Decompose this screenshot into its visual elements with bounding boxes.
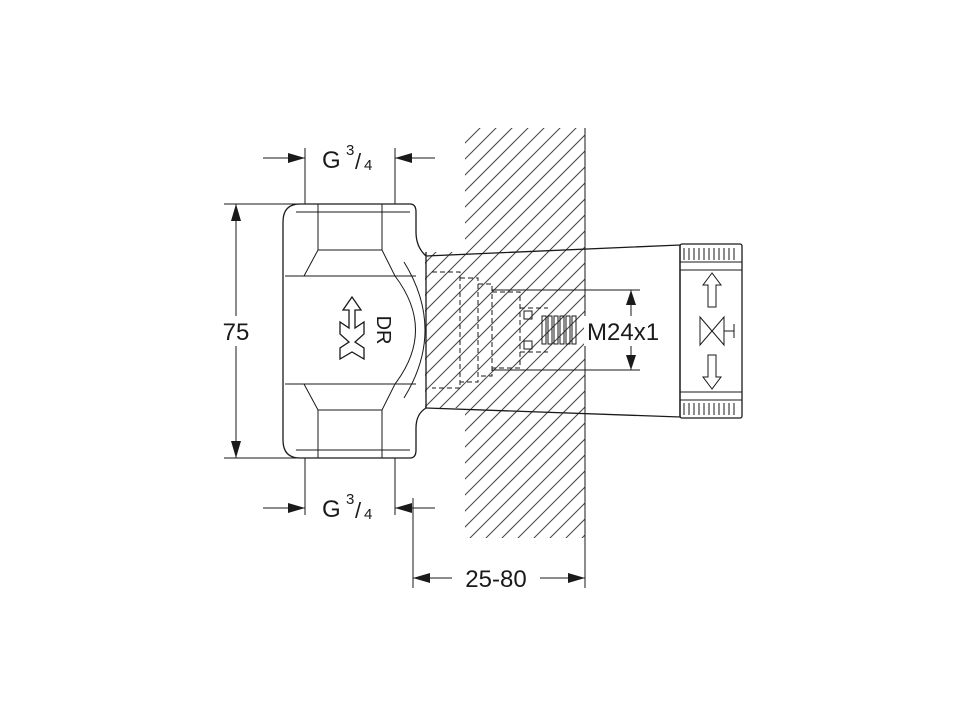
bottom-thread-denominator: 4 — [364, 506, 372, 523]
height-value: 75 — [223, 319, 250, 346]
wall-section — [425, 128, 586, 538]
dimension-spindle-thread: M24x1 — [584, 290, 670, 370]
valve-body — [282, 203, 427, 459]
top-thread-numerator: 3 — [346, 142, 354, 159]
cartridge — [425, 243, 743, 419]
dimension-top-thread: G 3 / 4 — [263, 142, 435, 204]
top-thread-letter: G — [322, 147, 341, 174]
dimension-bottom-thread: G 3 / 4 — [263, 458, 435, 523]
wall-depth-value: 25-80 — [465, 566, 526, 593]
body-marking-label: DR — [372, 316, 394, 345]
svg-text:/: / — [355, 149, 362, 174]
flow-direction-arrow-icon — [339, 295, 365, 361]
spindle-thread-value: M24x1 — [587, 319, 659, 346]
valve-symbol-icon — [699, 272, 735, 390]
bottom-thread-letter: G — [322, 496, 341, 523]
bottom-thread-numerator: 3 — [346, 491, 354, 508]
top-thread-denominator: 4 — [364, 157, 372, 174]
svg-text:/: / — [355, 498, 362, 523]
dimension-wall-depth: 25-80 — [412, 498, 586, 593]
dimension-height: 75 — [214, 203, 300, 459]
